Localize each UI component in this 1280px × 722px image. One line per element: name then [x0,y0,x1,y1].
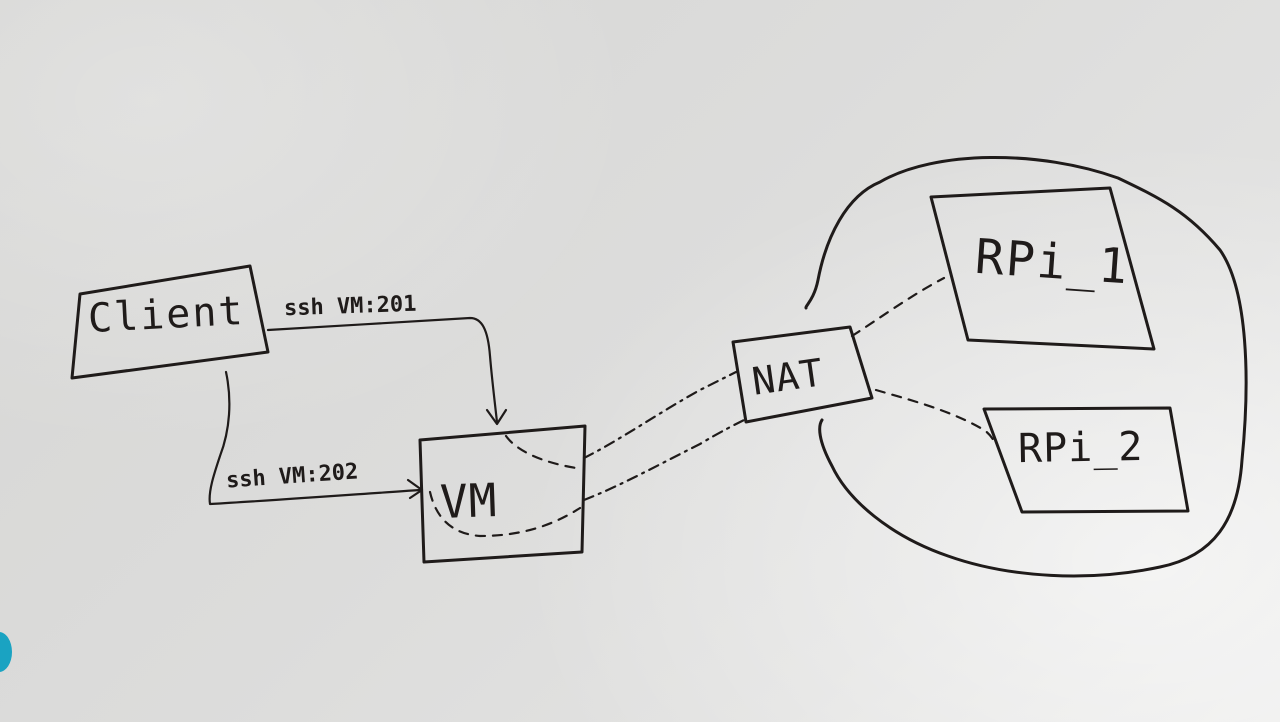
vm-box [418,424,587,564]
vm-tunnel-lower [428,490,582,538]
vm-nat-link-upper [582,370,738,460]
rpi2-label: RPi_2 [1017,423,1144,473]
rpi1-label: RPi_1 [973,228,1132,296]
ssh-202-arrowhead [406,478,424,500]
rpi-network-cloud [804,156,1248,578]
ssh-201-arrow [266,316,499,424]
nat-rpi2-link [874,388,998,448]
nat-box [731,325,874,424]
ssh-201-label: ssh VM:201 [283,291,417,322]
client-label: Client [86,287,246,343]
ssh-201-arrowhead [485,408,508,426]
rpi1-box [929,186,1156,351]
vm-nat-link-lower [582,416,750,502]
nat-rpi1-link [850,276,946,338]
nat-label: NAT [749,350,827,404]
client-box [70,264,270,380]
vm-tunnel-upper [504,434,578,470]
rpi2-box [982,406,1190,514]
vm-label: VM [439,473,499,529]
ssh-202-arrow [208,370,422,506]
marker-pen-cap [0,632,12,672]
